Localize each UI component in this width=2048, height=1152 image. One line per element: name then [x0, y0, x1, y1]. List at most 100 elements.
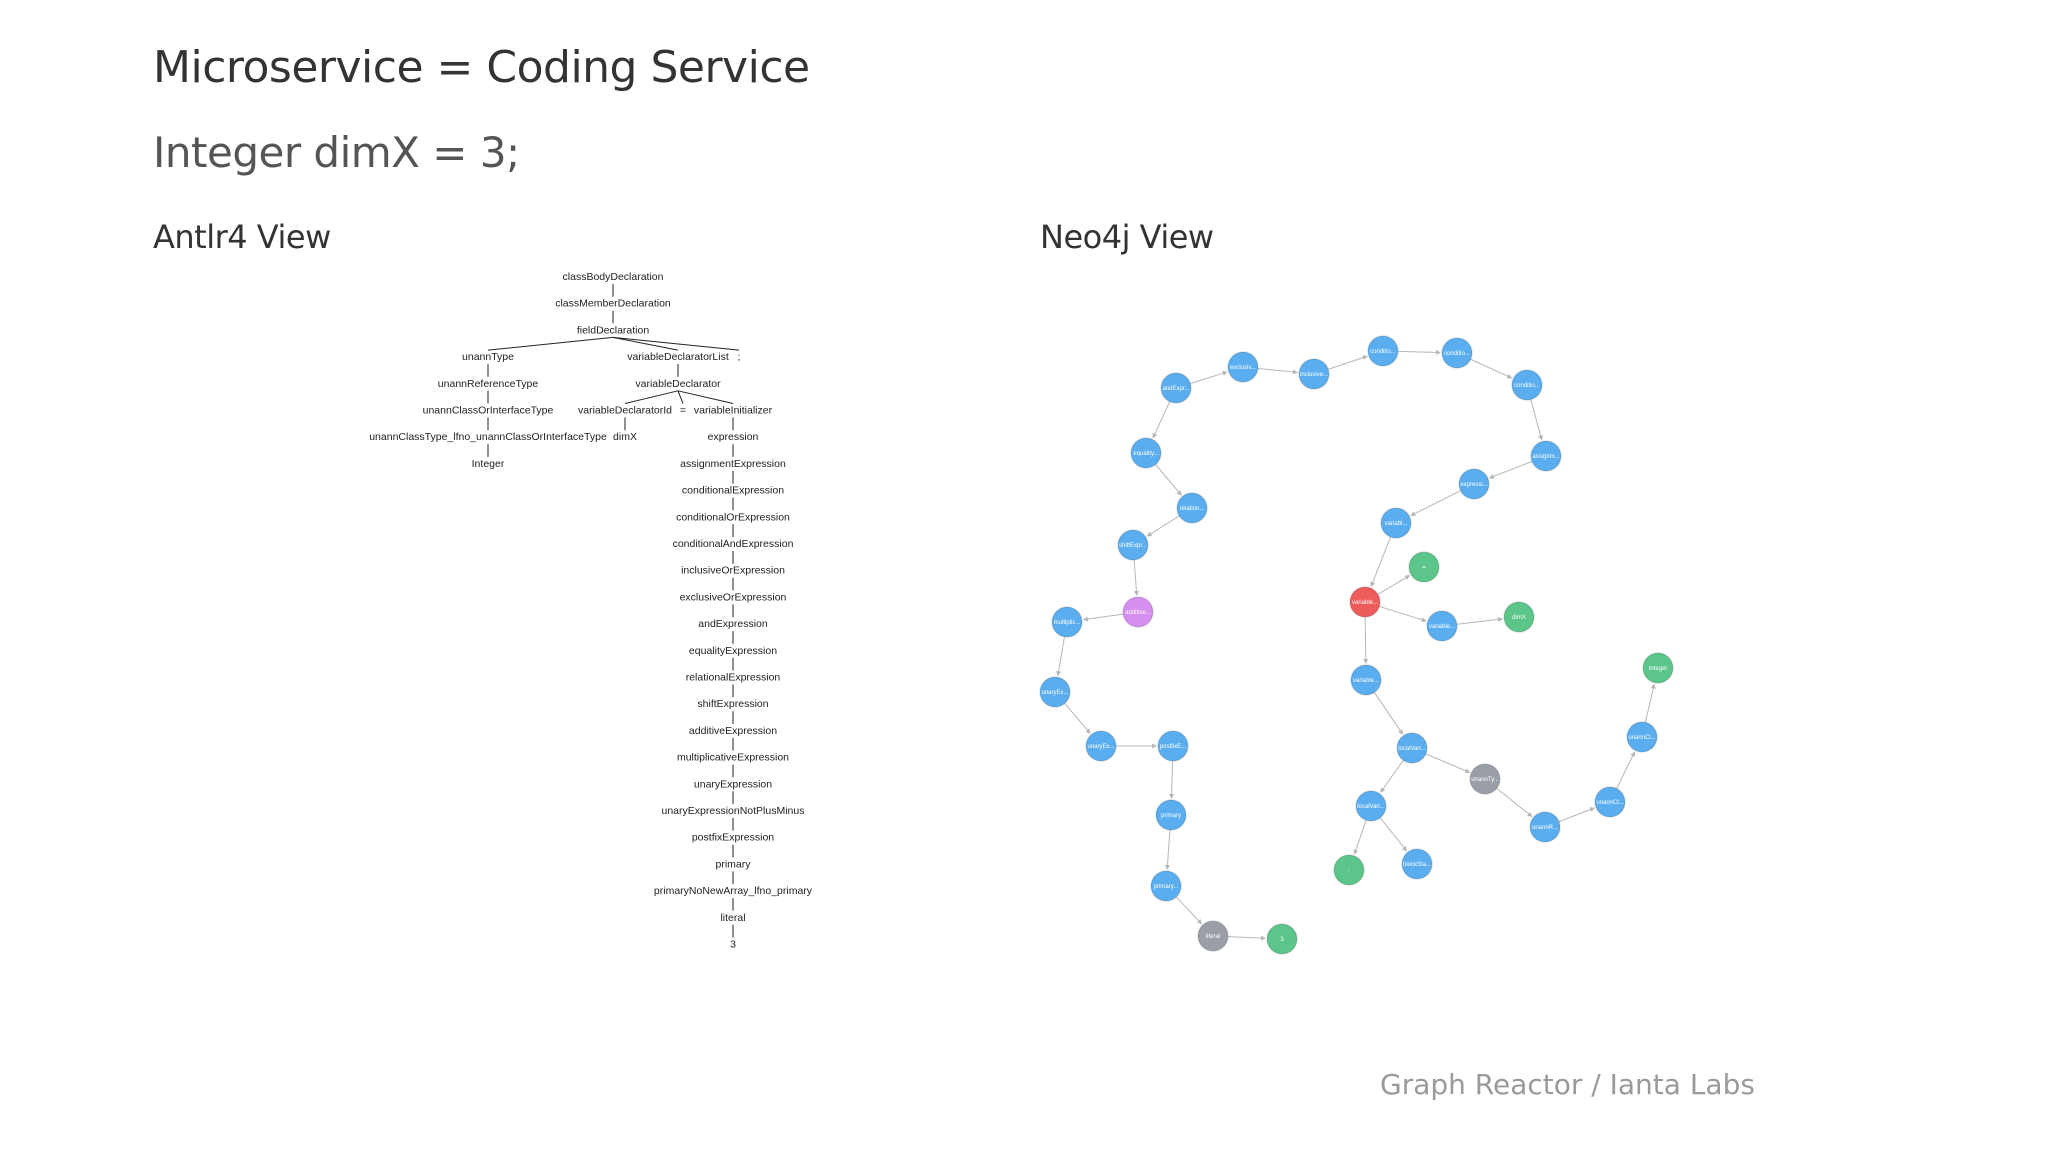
graph-node[interactable]: unannCl... [1626, 721, 1658, 753]
graph-node-circle[interactable] [1426, 610, 1458, 642]
graph-node-circle[interactable] [1367, 335, 1399, 367]
graph-node[interactable]: conditio... [1511, 369, 1543, 401]
graph-node-label: andExpr... [1162, 386, 1189, 392]
tree-node: variableDeclarator [635, 378, 721, 390]
graph-node-circle[interactable] [1227, 351, 1259, 383]
graph-node-circle[interactable] [1511, 369, 1543, 401]
graph-node[interactable]: conditio... [1441, 337, 1473, 369]
graph-node-circle[interactable] [1333, 854, 1365, 886]
graph-edge [1456, 618, 1503, 625]
graph-node-circle[interactable] [1085, 730, 1117, 762]
graph-node[interactable]: primary... [1150, 870, 1182, 902]
graph-node-circle[interactable] [1401, 848, 1433, 880]
graph-edge [1147, 515, 1180, 537]
graph-node-circle[interactable] [1396, 732, 1428, 764]
graph-node[interactable]: 3 [1266, 923, 1298, 955]
tree-node: assignmentExpression [680, 458, 786, 470]
graph-edge [1470, 358, 1512, 379]
graph-edge-arrow [1056, 670, 1062, 677]
graph-node-circle[interactable] [1157, 730, 1189, 762]
graph-node-circle[interactable] [1160, 372, 1192, 404]
graph-edge [1133, 559, 1138, 596]
graph-node[interactable]: blockSta... [1401, 848, 1433, 880]
graph-node[interactable]: unannTy... [1469, 763, 1501, 795]
graph-node-label: variable... [1353, 678, 1379, 684]
graph-node[interactable]: exclusiv... [1227, 351, 1259, 383]
graph-node[interactable]: assignm... [1530, 440, 1562, 472]
graph-node[interactable]: variable... [1426, 610, 1458, 642]
graph-node[interactable]: unaryEx... [1085, 730, 1117, 762]
graph-node[interactable]: unannCl... [1594, 786, 1626, 818]
graph-node[interactable]: = [1408, 551, 1440, 583]
tree-node: fieldDeclaration [577, 324, 650, 336]
graph-node-circle[interactable] [1122, 596, 1154, 628]
graph-node[interactable]: literal [1197, 920, 1229, 952]
graph-node[interactable]: unannR... [1529, 811, 1561, 843]
graph-edge-arrow [1464, 768, 1471, 774]
graph-edge-arrow [1196, 918, 1203, 925]
graph-node[interactable]: variabl... [1380, 507, 1412, 539]
graph-node-circle[interactable] [1529, 811, 1561, 843]
graph-node-circle[interactable] [1155, 799, 1187, 831]
tree-node: primaryNoNewArray_lfno_primary [654, 885, 813, 897]
tree-node: inclusiveOrExpression [681, 565, 785, 577]
graph-node-circle[interactable] [1176, 492, 1208, 524]
graph-node[interactable]: inclusive... [1298, 358, 1330, 390]
graph-node[interactable]: andExpr... [1160, 372, 1192, 404]
tree-node: literal [720, 912, 745, 924]
graph-edge [1377, 575, 1410, 595]
graph-node-circle[interactable] [1349, 586, 1381, 618]
graph-node[interactable]: unaryEx... [1039, 676, 1071, 708]
graph-node[interactable]: equality... [1130, 437, 1162, 469]
graph-node[interactable]: relation... [1176, 492, 1208, 524]
graph-node[interactable]: variable... [1350, 664, 1382, 696]
graph-node-circle[interactable] [1117, 529, 1149, 561]
graph-node[interactable]: Integer [1642, 652, 1674, 684]
graph-node[interactable]: postfixE... [1157, 730, 1189, 762]
graph-node[interactable]: primary [1155, 799, 1187, 831]
graph-node-circle[interactable] [1350, 664, 1382, 696]
graph-node[interactable]: localVari... [1396, 732, 1428, 764]
graph-node-circle[interactable] [1130, 437, 1162, 469]
graph-node-circle[interactable] [1530, 440, 1562, 472]
graph-node[interactable]: ; [1333, 854, 1365, 886]
graph-node-circle[interactable] [1298, 358, 1330, 390]
graph-node[interactable]: additive... [1122, 596, 1154, 628]
graph-node-circle[interactable] [1039, 676, 1071, 708]
tree-node: shiftExpression [697, 698, 768, 710]
graph-node[interactable]: expressi... [1458, 468, 1490, 500]
graph-node-circle[interactable] [1355, 790, 1387, 822]
graph-edge [1227, 936, 1266, 939]
graph-node-circle[interactable] [1408, 551, 1440, 583]
graph-node[interactable]: multiplic... [1051, 606, 1083, 638]
graph-node-circle[interactable] [1197, 920, 1229, 952]
graph-node-circle[interactable] [1150, 870, 1182, 902]
graph-edge [1354, 820, 1367, 855]
graph-node-circle[interactable] [1051, 606, 1083, 638]
graph-node-circle[interactable] [1503, 601, 1535, 633]
graph-node[interactable]: localVari... [1355, 790, 1387, 822]
graph-node-circle[interactable] [1266, 923, 1298, 955]
tree-node: dimX [613, 431, 637, 443]
graph-node[interactable]: dimX [1503, 601, 1535, 633]
graph-edge [1057, 636, 1065, 676]
graph-node[interactable]: variable... [1349, 586, 1381, 618]
tree-node: postfixExpression [692, 832, 774, 844]
graph-node[interactable]: shiftExpr... [1117, 529, 1149, 561]
graph-edge [1644, 684, 1655, 723]
tree-node: relationalExpression [686, 672, 781, 684]
graph-node-circle[interactable] [1441, 337, 1473, 369]
graph-node-circle[interactable] [1380, 507, 1412, 539]
tree-node: 3 [730, 939, 736, 951]
graph-node-circle[interactable] [1594, 786, 1626, 818]
graph-node-circle[interactable] [1469, 763, 1501, 795]
graph-edge-arrow [1363, 658, 1369, 665]
graph-node-circle[interactable] [1642, 652, 1674, 684]
tree-node: unaryExpression [694, 778, 772, 790]
graph-edge [1170, 760, 1174, 799]
graph-node-circle[interactable] [1458, 468, 1490, 500]
graph-node-circle[interactable] [1626, 721, 1658, 753]
graph-node[interactable]: conditio... [1367, 335, 1399, 367]
